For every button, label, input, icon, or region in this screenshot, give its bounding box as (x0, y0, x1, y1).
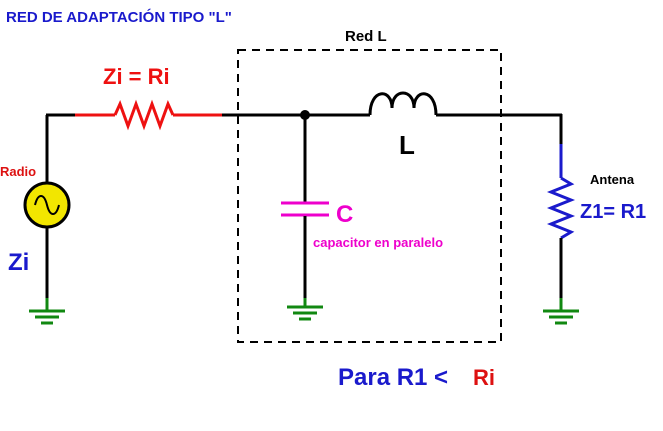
ground-icon-capacitor (287, 298, 323, 321)
diagram-title: RED DE ADAPTACIÓN TIPO "L" (6, 8, 232, 26)
load-impedance: Z1= R1 (580, 201, 646, 223)
capacitor-description: capacitor en paralelo (313, 235, 443, 250)
source-name: Radio (0, 164, 36, 179)
series-resistor-icon (75, 99, 222, 131)
load-resistor-icon (546, 144, 576, 240)
condition-value: Ri (473, 365, 495, 390)
network-boundary (237, 49, 502, 343)
inductor-label: L (399, 130, 415, 160)
ground-icon-source (29, 298, 65, 325)
inductor-icon (368, 91, 438, 116)
capacitor-icon (281, 201, 329, 217)
load-name: Antena (590, 172, 635, 187)
source-impedance: Zi (8, 249, 29, 276)
capacitor-label: C (336, 201, 353, 228)
network-label: Red L (345, 28, 387, 45)
ac-source-icon (23, 181, 71, 229)
condition-prefix: Para R1 < (338, 364, 448, 391)
ground-icon-load (543, 298, 579, 325)
series-resistor-label: Zi = Ri (103, 64, 170, 89)
